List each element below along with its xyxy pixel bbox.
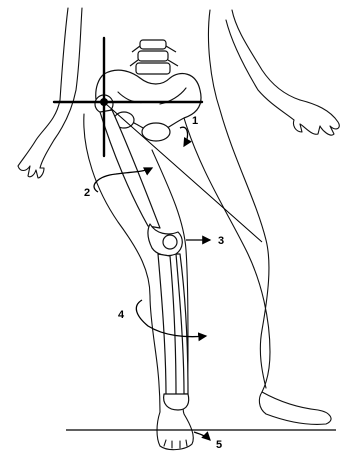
tibia-fibula xyxy=(158,254,189,410)
callout-3: 3 xyxy=(218,235,224,247)
spine xyxy=(130,40,178,74)
callout-4: 4 xyxy=(118,309,125,321)
callout-5: 5 xyxy=(216,439,222,451)
rotation-arrow-1: 1 xyxy=(180,115,198,146)
knee-joint xyxy=(148,224,182,256)
foot-arrow-5: 5 xyxy=(194,432,222,451)
callout-2: 2 xyxy=(84,187,90,199)
knee-arrow-3: 3 xyxy=(186,235,224,247)
callout-1: 1 xyxy=(192,115,198,127)
